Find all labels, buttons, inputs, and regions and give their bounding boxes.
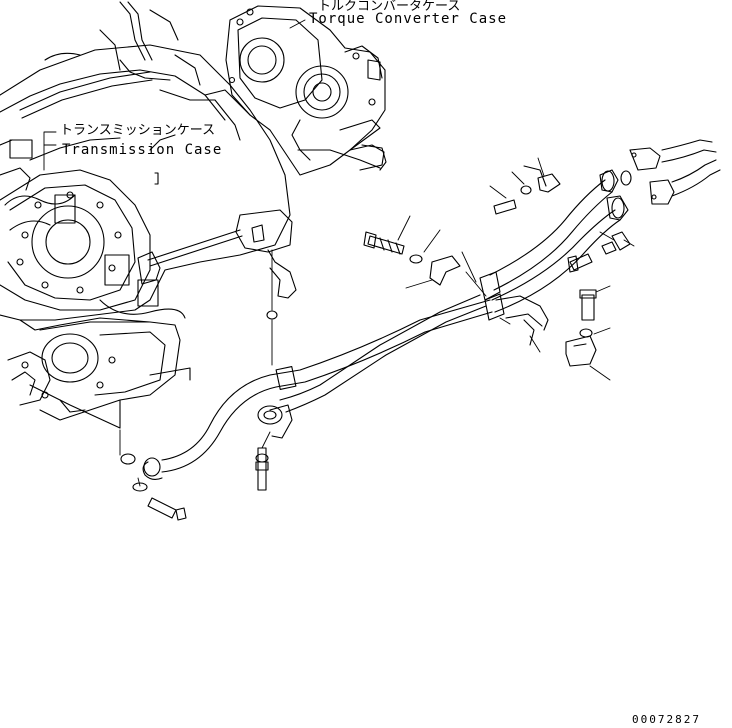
hose-bracket (267, 249, 297, 299)
hose-middle (257, 294, 487, 439)
transmission-case (0, 1, 291, 429)
hose-lower (142, 299, 493, 481)
leader-lines (43, 19, 635, 487)
bolts-and-clamps (120, 165, 631, 521)
transmission-label-en: Transmission Case (62, 142, 223, 158)
hose-fittings-right (620, 139, 721, 205)
torque-converter-label-en: Torque Converter Case (309, 11, 508, 27)
connecting-rod (147, 144, 387, 267)
transmission-label-jp: トランスミッションケース (60, 123, 216, 138)
drawing-number: 00072827 (632, 713, 701, 726)
torque-converter-label-jp: トルクコンバータケース (318, 0, 461, 14)
